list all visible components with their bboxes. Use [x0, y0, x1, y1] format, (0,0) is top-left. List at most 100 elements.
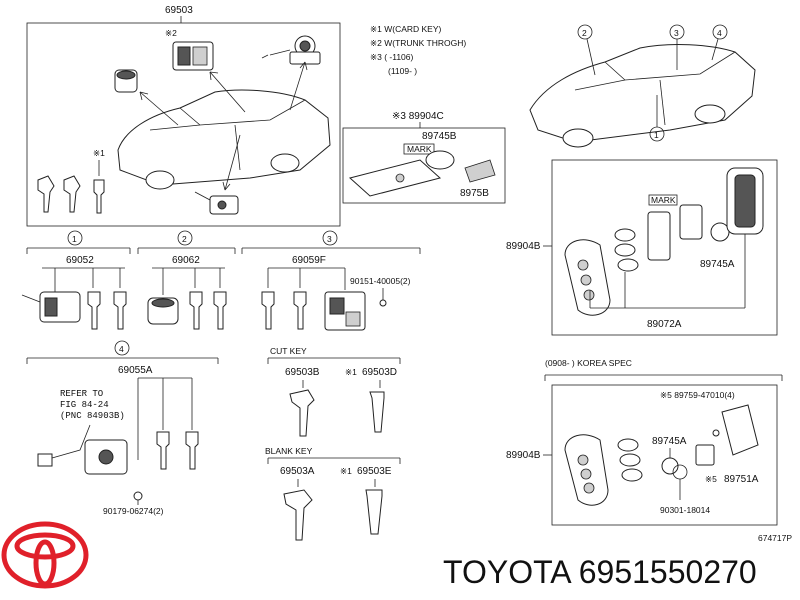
- main-assembly: 69503 ※2: [26, 5, 341, 227]
- blank-key-right: 69503E: [357, 466, 392, 477]
- car-callout-3: 3: [674, 28, 679, 38]
- korea-ring: 90301-18014: [660, 505, 710, 515]
- smart-key-battery: 89745A: [700, 259, 735, 270]
- group-1-part: 69052: [66, 255, 94, 266]
- group-3: 3 69059F 90151-40005(2): [241, 230, 421, 331]
- smart-key-buttons-icon: [614, 228, 639, 272]
- group-2: 2 69062: [137, 230, 236, 330]
- group-2-part: 69062: [172, 255, 200, 266]
- main-part-number: 69503: [165, 5, 193, 16]
- cut-key-left-icon: [289, 389, 315, 437]
- car-callout-diagram: 2 3 4 1: [529, 24, 756, 148]
- group-4-refer-1: REFER TO: [60, 389, 103, 399]
- korea-fob-icon: [564, 434, 609, 506]
- car-callout-4: 4: [717, 28, 722, 38]
- cut-key-title: CUT KEY: [270, 346, 307, 356]
- note-1: ※1 W(CARD KEY): [370, 24, 442, 34]
- car-sketch-icon: [117, 89, 331, 190]
- note-3: ※3 ( -1106): [370, 52, 414, 62]
- group-3-bolt-icon: [379, 299, 387, 307]
- smart-key-box: [551, 159, 778, 336]
- card-battery-part: 89745B: [422, 131, 457, 142]
- korea-screw: ※5 89759-47010(4): [660, 390, 735, 400]
- card-key-box: [342, 127, 506, 204]
- smart-key-mark: MARK: [651, 195, 676, 205]
- korea-cover: 89751A: [724, 474, 759, 485]
- korea-battery-icon: [661, 457, 679, 475]
- car-callout-2: 2: [582, 28, 587, 38]
- group-4: 4 69055A REFER TO FIG 84-24 (PNC 84903B)…: [26, 340, 219, 516]
- korea-screw-icon: [712, 429, 720, 437]
- korea-ref: 89904B: [506, 450, 541, 461]
- group-4-refer-3: (PNC 84903B): [60, 411, 125, 421]
- smart-key-battery-icon: [710, 222, 730, 242]
- group-3-number: 3: [327, 234, 332, 244]
- callout-arrows: [139, 61, 308, 191]
- cut-key-star: ※1: [345, 367, 357, 377]
- blank-key-group: BLANK KEY 69503A ※1 69503E: [265, 446, 401, 541]
- card-insert-part: 8975B: [460, 188, 489, 199]
- cut-key-right-icon: [369, 391, 385, 433]
- brand-part-title: TOYOTA 6951550270: [443, 554, 757, 590]
- smart-key-group: 89904B MARK 89745A 89072A: [506, 159, 778, 336]
- blank-key-star: ※1: [340, 466, 352, 476]
- group-1: 1 69052: [21, 230, 131, 330]
- note-4: (1109- ): [388, 66, 417, 76]
- card-key-icon: [348, 159, 442, 197]
- korea-buttons-icon: [617, 438, 643, 482]
- group-2-number: 2: [182, 234, 187, 244]
- group-4-number: 4: [119, 344, 124, 354]
- korea-box: [551, 384, 778, 526]
- group-3-key-icons: [261, 291, 307, 330]
- car-callout-1: 1: [654, 130, 659, 140]
- group-1-number: 1: [72, 234, 77, 244]
- group-2-cylinder-icon: [147, 297, 179, 325]
- cut-key-left: 69503B: [285, 367, 320, 378]
- group-4-part: 69055A: [118, 365, 153, 376]
- star1-key-label: ※1: [93, 148, 105, 158]
- smart-key-board-icon: [647, 211, 671, 261]
- cut-key-group: CUT KEY 69503B ※1 69503D: [267, 346, 401, 437]
- group-2-key-icons: [189, 291, 227, 330]
- note-2: ※2 W(TRUNK THROGH): [370, 38, 466, 48]
- group-4-switch-icon: [37, 424, 128, 475]
- door-cylinder-icon: [114, 69, 138, 93]
- korea-battery: 89745A: [652, 436, 687, 447]
- card-key-ref: ※3 89904C: [392, 111, 444, 122]
- group-4-refer-2: FIG 84-24: [60, 400, 109, 410]
- group-3-bolt: 90151-40005(2): [350, 276, 411, 286]
- korea-cover-icon: [721, 404, 759, 456]
- korea-case-icon: [695, 444, 715, 466]
- diagram-code: 674717P: [758, 533, 792, 543]
- korea-spec-group: (0908- ) KOREA SPEC 89904B ※5 89759-4701…: [506, 358, 783, 526]
- blank-key-left-icon: [283, 489, 313, 541]
- smart-key-shell-icon: [726, 167, 764, 235]
- star2-label: ※2: [165, 28, 177, 38]
- group-3-lock-icon: [324, 291, 366, 331]
- ignition-switch-icon: [172, 41, 214, 71]
- smart-key-ref: 89904B: [506, 241, 541, 252]
- trunk-lock-icon: [194, 191, 239, 215]
- korea-star: ※5: [705, 474, 717, 484]
- toyota-logo: [1, 521, 89, 589]
- smart-key-case: 89072A: [647, 319, 682, 330]
- group-4-key-icons: [156, 431, 199, 470]
- blank-key-right-icon: [365, 489, 383, 535]
- group-4-bolt-icon: [133, 491, 143, 501]
- smart-key-fob-icon: [564, 239, 611, 316]
- key-icons-main: [37, 175, 105, 214]
- card-key-group: ※3 89904C 89745B MARK 8975B: [342, 111, 506, 204]
- group-1-key-icons: [87, 291, 127, 330]
- group-3-part: 69059F: [292, 255, 326, 266]
- blank-key-left: 69503A: [280, 466, 315, 477]
- korea-spec-label: (0908- ) KOREA SPEC: [545, 358, 632, 368]
- smart-key-cover-icon: [679, 204, 703, 240]
- group-4-bolt: 90179-06274(2): [103, 506, 164, 516]
- lock-cylinder-icon: [261, 35, 321, 65]
- card-mark-label: MARK: [407, 144, 432, 154]
- group-1-switch-icon: [21, 291, 81, 323]
- card-insert-icon: [464, 159, 496, 183]
- blank-key-title: BLANK KEY: [265, 446, 313, 456]
- main-assembly-box: [26, 22, 341, 227]
